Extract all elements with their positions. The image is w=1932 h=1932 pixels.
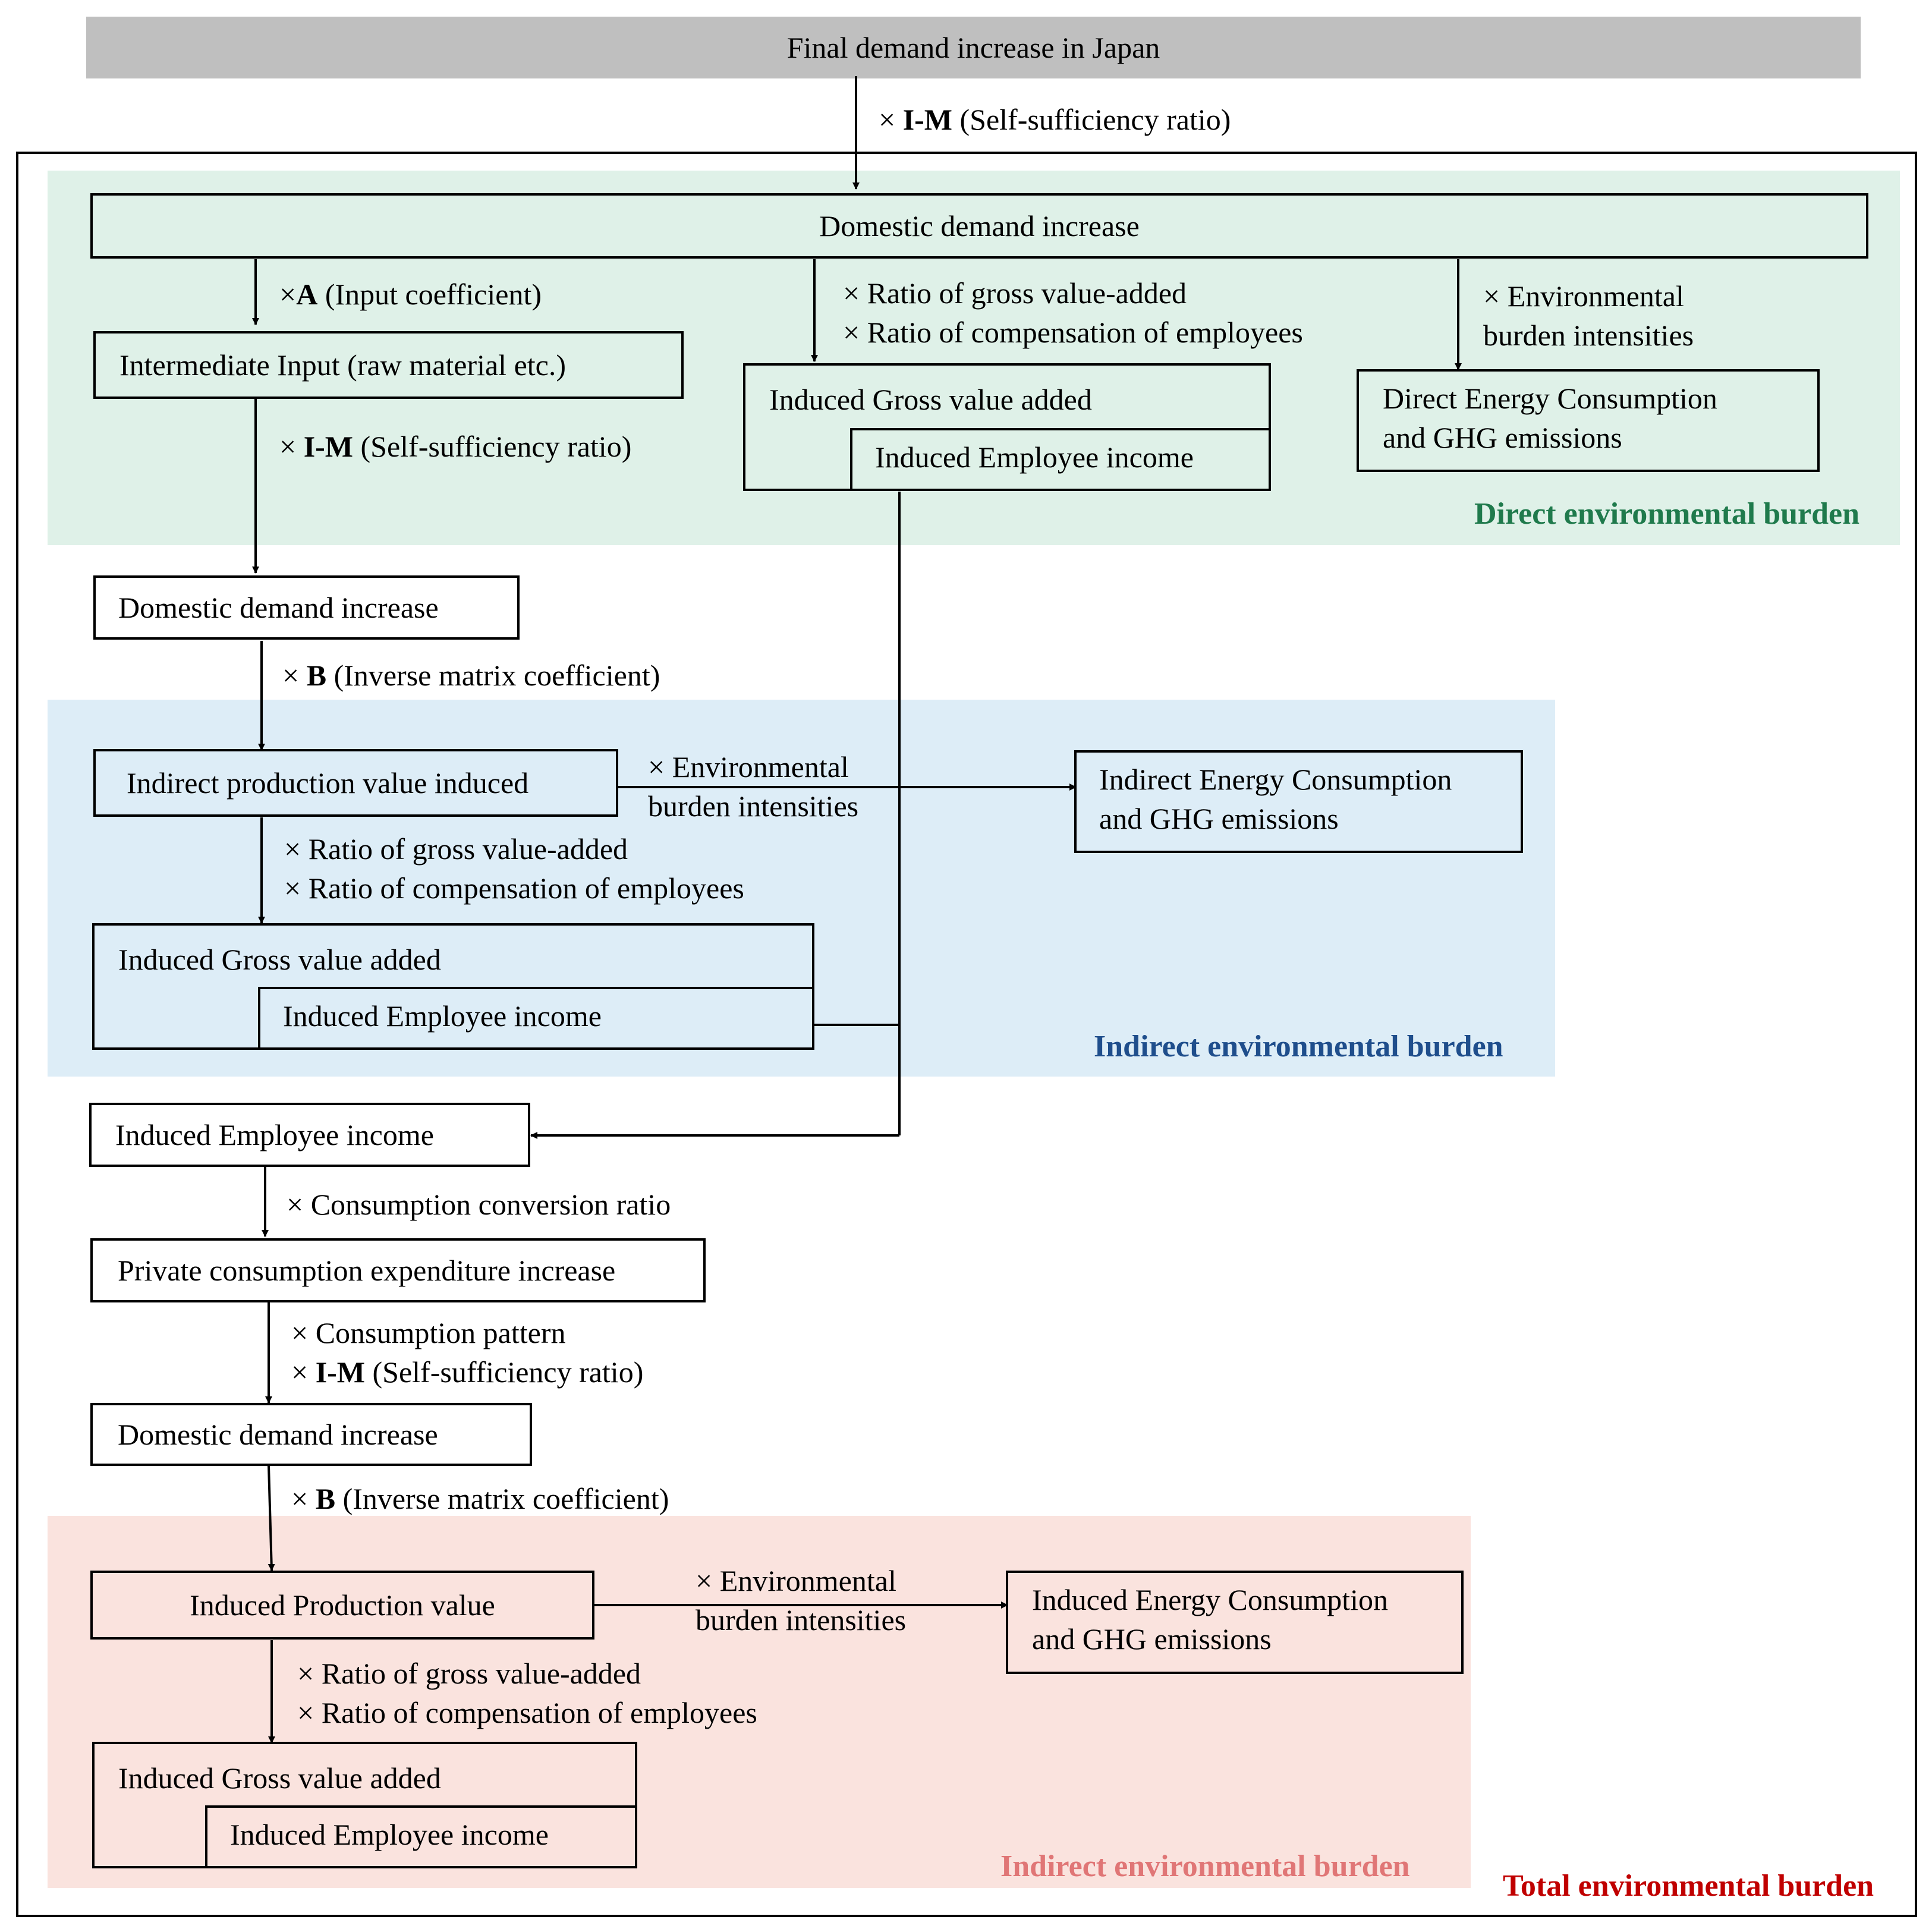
- indirect-induced-gva-box: Induced Gross value added Induced Employ…: [92, 923, 814, 1050]
- direct-burden-region: [48, 171, 1900, 545]
- induced-income-label: Induced Employee income: [230, 1818, 549, 1851]
- final-demand-label: Final demand increase in Japan: [786, 31, 1160, 64]
- direct-domestic-demand-label: Domestic demand increase: [819, 209, 1140, 243]
- induced-production-box: Induced Production value: [90, 1571, 594, 1640]
- indirect-ratio-labels: × Ratio of gross value-added × Ratio of …: [284, 832, 744, 905]
- induced-env-label: × Environmental burden intensities: [696, 1564, 907, 1637]
- final-demand-bar: Final demand increase in Japan: [86, 17, 1861, 78]
- indirect-env-label: × Environmental burden intensities: [648, 750, 859, 823]
- total-burden-frame: [16, 152, 1917, 1917]
- consumption-im-label: × I-M (Self-sufficiency ratio): [291, 1355, 644, 1389]
- direct-a-label: ×A (Input coefficient): [279, 278, 542, 311]
- direct-induced-gva-box: Induced Gross value added Induced Employ…: [743, 363, 1271, 491]
- direct-burden-header: Direct environmental burden: [1474, 497, 1860, 531]
- direct-domestic-demand-box: Domestic demand increase: [90, 193, 1868, 259]
- indirect-energy-box: Indirect Energy Consumption and GHG emis…: [1074, 750, 1523, 853]
- total-burden-header: Total environmental burden: [1503, 1869, 1874, 1903]
- indirect-energy-label-2: and GHG emissions: [1099, 802, 1339, 835]
- indirect-domestic-demand-label: Domestic demand increase: [118, 591, 439, 624]
- indirect-induced-income-box: Induced Employee income: [258, 987, 814, 1050]
- conversion-ratio-label: × Consumption conversion ratio: [287, 1188, 671, 1221]
- indirect-production-box: Indirect production value induced: [93, 749, 618, 817]
- indirect-burden-header-2: Indirect environmental burden: [1000, 1849, 1410, 1883]
- intermediate-input-box: Intermediate Input (raw material etc.): [93, 331, 684, 399]
- indirect-energy-label-1: Indirect Energy Consumption: [1099, 763, 1452, 796]
- direct-energy-label-2: and GHG emissions: [1383, 421, 1622, 454]
- direct-energy-box: Direct Energy Consumption and GHG emissi…: [1357, 369, 1820, 472]
- private-consumption-label: Private consumption expenditure increase: [118, 1254, 616, 1287]
- indirect-burden-region-2: [48, 1516, 1471, 1888]
- indirect-induced-income-label: Induced Employee income: [283, 999, 602, 1033]
- direct-ratio-gva-label: × Ratio of gross value-added: [843, 276, 1187, 310]
- indirect-domestic-demand-box: Domestic demand increase: [93, 575, 520, 640]
- consumption-domestic-demand-box: Domestic demand increase: [90, 1403, 532, 1466]
- direct-ratio-labels: × Ratio of gross value-added × Ratio of …: [843, 273, 1303, 352]
- direct-energy-label-1: Direct Energy Consumption: [1383, 382, 1717, 415]
- direct-induced-gva-label: Induced Gross value added: [769, 383, 1092, 416]
- indirect-induced-gva-label: Induced Gross value added: [118, 943, 441, 976]
- top-im-label: × I-M (Self-sufficiency ratio): [879, 103, 1231, 136]
- consumption-b-label: × B (Inverse matrix coefficient): [291, 1482, 669, 1515]
- induced-energy-label-2: and GHG emissions: [1032, 1622, 1272, 1656]
- pattern-labels: × Consumption pattern × I-M (Self-suffic…: [291, 1313, 643, 1392]
- indirect-burden-header-1: Indirect environmental burden: [1094, 1030, 1503, 1063]
- consumption-pattern-label: × Consumption pattern: [291, 1316, 566, 1349]
- induced-gva-label: Induced Gross value added: [118, 1761, 441, 1795]
- induced-income-box: Induced Employee income: [205, 1805, 637, 1868]
- indirect-b-label: × B (Inverse matrix coefficient): [282, 659, 660, 692]
- induced-energy-box: Induced Energy Consumption and GHG emiss…: [1006, 1571, 1464, 1674]
- indirect-production-label: Indirect production value induced: [127, 766, 529, 800]
- consumption-domestic-demand-label: Domestic demand increase: [118, 1418, 438, 1451]
- direct-induced-income-label: Induced Employee income: [875, 440, 1194, 474]
- induced-ratio-labels: × Ratio of gross value-added × Ratio of …: [297, 1657, 757, 1729]
- induced-energy-label-1: Induced Energy Consumption: [1032, 1583, 1388, 1616]
- intermediate-input-label: Intermediate Input (raw material etc.): [119, 348, 567, 382]
- consumption-induced-income-box: Induced Employee income: [89, 1103, 530, 1167]
- indirect-burden-region-1: [48, 700, 1555, 1077]
- induced-gva-box: Induced Gross value added Induced Employ…: [92, 1742, 637, 1868]
- direct-im-label: × I-M (Self-sufficiency ratio): [279, 430, 632, 463]
- induced-production-label: Induced Production value: [190, 1588, 495, 1622]
- arrow-domestic-to-induced-production: [268, 1465, 275, 1571]
- consumption-induced-income-label: Induced Employee income: [115, 1118, 434, 1151]
- direct-induced-income-box: Induced Employee income: [850, 428, 1271, 491]
- direct-env-label: × Environmental burden intensities: [1483, 279, 1694, 352]
- direct-ratio-comp-label: × Ratio of compensation of employees: [843, 316, 1303, 349]
- private-consumption-box: Private consumption expenditure increase: [90, 1238, 706, 1302]
